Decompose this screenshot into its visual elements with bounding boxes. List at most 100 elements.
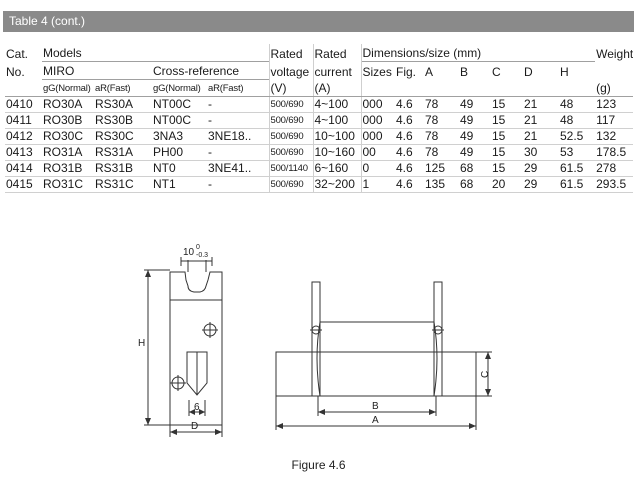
header-weight: Weight xyxy=(596,46,634,61)
cell-xgg: NT00C xyxy=(152,112,207,129)
cell-size: 00 xyxy=(360,144,395,161)
header-xref-ar: aR(Fast) xyxy=(207,79,269,97)
cell-fig: 4.6 xyxy=(395,176,424,193)
cell-xar: 3NE41.. xyxy=(207,160,269,177)
drawing-svg: 10 0 -0.3 H 6 D B A C xyxy=(138,244,492,437)
cell-c: 20 xyxy=(491,176,523,193)
cell-fig: 4.6 xyxy=(395,112,424,129)
cell-w: 123 xyxy=(595,96,634,113)
cell-fig: 4.6 xyxy=(395,96,424,113)
cell-curr: 10~100 xyxy=(312,128,361,145)
fuse-spec-table: Cat. Models Rated Rated Dimensions/size … xyxy=(5,44,634,193)
header-voltage: voltage xyxy=(268,61,313,80)
cell-d: 29 xyxy=(523,160,559,177)
cell-b: 49 xyxy=(459,96,491,113)
fuse-dimension-drawing: 10 0 -0.3 H 6 D B A C xyxy=(0,238,637,461)
header-dim-a: A xyxy=(424,61,459,80)
indicator-window xyxy=(186,351,208,396)
cell-xgg: 3NA3 xyxy=(152,128,207,145)
cell-b: 49 xyxy=(459,144,491,161)
cell-xgg: NT1 xyxy=(152,176,207,193)
dim-label-6: 6 xyxy=(194,402,200,413)
cell-c: 15 xyxy=(491,112,523,129)
cell-cat: 0415 xyxy=(5,176,42,193)
header-miro-ar: aR(Fast) xyxy=(94,79,152,97)
header-models: Models xyxy=(43,46,82,60)
dim-label-a: A xyxy=(372,415,379,426)
side-view-outline xyxy=(169,271,223,426)
cell-volt: 500/1140 xyxy=(268,160,313,177)
header-dim-h: H xyxy=(559,61,596,80)
cell-gg: RO30B xyxy=(42,112,94,129)
cell-a: 78 xyxy=(424,128,459,145)
cell-c: 15 xyxy=(491,160,523,177)
cell-size: 000 xyxy=(360,112,395,129)
cell-size: 000 xyxy=(360,96,395,113)
header-row-1: Cat. Models Rated Rated Dimensions/size … xyxy=(5,44,633,62)
cell-curr: 32~200 xyxy=(312,176,361,193)
cell-xar: 3NE18.. xyxy=(207,128,269,145)
table-title-banner: Table 4 (cont.) xyxy=(3,11,634,32)
cell-c: 15 xyxy=(491,96,523,113)
cell-h: 52.5 xyxy=(559,128,596,145)
front-view-right-tag xyxy=(433,281,443,397)
dim-label-b: B xyxy=(372,401,379,412)
cell-cat: 0412 xyxy=(5,128,42,145)
cell-h: 61.5 xyxy=(559,176,596,193)
header-no: No. xyxy=(6,64,25,79)
cell-volt: 500/690 xyxy=(268,144,313,161)
header-dimensions: Dimensions/size (mm) xyxy=(360,44,596,62)
cell-ar: RS31A xyxy=(94,144,152,161)
tolerance-upper: 0 xyxy=(196,244,200,251)
header-sizes: Sizes xyxy=(360,61,395,80)
cell-ar: RS30A xyxy=(94,96,152,113)
cell-curr: 4~100 xyxy=(312,112,361,129)
cell-ar: RS30C xyxy=(94,128,152,145)
cell-ar: RS31C xyxy=(94,176,152,193)
cell-volt: 500/690 xyxy=(268,96,313,113)
cell-w: 278 xyxy=(595,160,634,177)
header-cat: Cat. xyxy=(6,46,29,61)
cell-d: 21 xyxy=(523,96,559,113)
cell-xgg: NT00C xyxy=(152,96,207,113)
cell-curr: 6~160 xyxy=(312,160,361,177)
cell-ar: RS31B xyxy=(94,160,152,177)
header-current-unit: (A) xyxy=(312,79,361,97)
header-current: current xyxy=(312,61,361,80)
cell-b: 49 xyxy=(459,128,491,145)
header-voltage-unit: (V) xyxy=(268,79,313,97)
cell-a: 78 xyxy=(424,96,459,113)
cell-d: 21 xyxy=(523,128,559,145)
header-xref-gg: gG(Normal) xyxy=(152,79,207,97)
cell-xgg: NT0 xyxy=(152,160,207,177)
cell-volt: 500/690 xyxy=(268,128,313,145)
header-row-2: No. MIRO Cross-reference voltage current… xyxy=(5,61,633,80)
header-rated-current-1: Rated xyxy=(312,44,361,62)
front-view-blades xyxy=(275,351,477,397)
cell-h: 53 xyxy=(559,144,596,161)
tolerance-lower: -0.3 xyxy=(196,252,208,259)
cell-w: 117 xyxy=(595,112,634,129)
cell-xar: - xyxy=(207,176,269,193)
cell-w: 293.5 xyxy=(595,176,634,193)
cell-xar: - xyxy=(207,112,269,129)
cell-ar: RS30B xyxy=(94,112,152,129)
cell-a: 78 xyxy=(424,144,459,161)
dim-label-c: C xyxy=(480,371,491,378)
cell-b: 68 xyxy=(459,176,491,193)
cell-volt: 500/690 xyxy=(268,112,313,129)
cell-fig: 4.6 xyxy=(395,144,424,161)
dim-label-d: D xyxy=(191,421,198,432)
cell-b: 68 xyxy=(459,160,491,177)
header-fig: Fig. xyxy=(395,61,424,80)
header-dim-c: C xyxy=(491,61,523,80)
cell-fig: 4.6 xyxy=(395,160,424,177)
side-view-slot xyxy=(187,260,207,272)
dim-label-h: H xyxy=(138,338,145,349)
cell-d: 21 xyxy=(523,112,559,129)
